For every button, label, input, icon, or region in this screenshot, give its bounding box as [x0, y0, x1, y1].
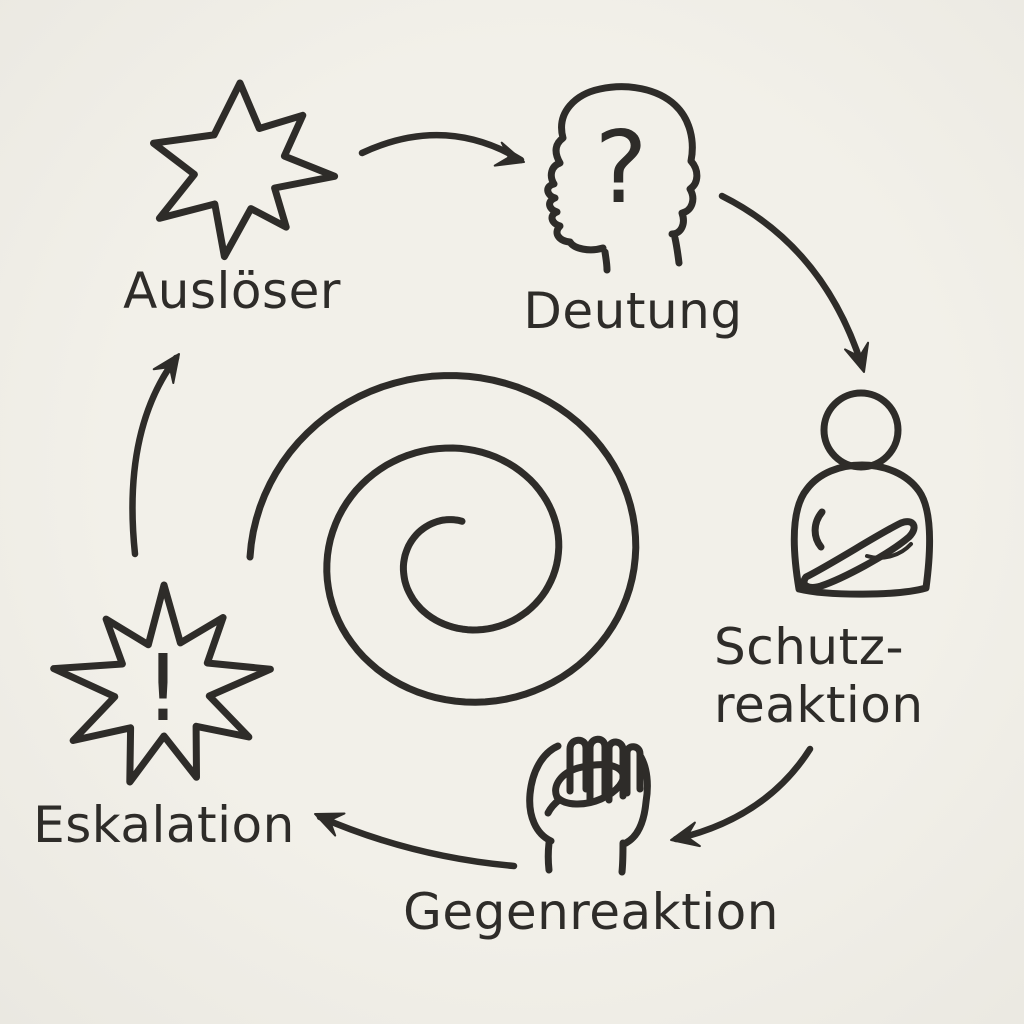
- arrow-curve: [718, 192, 866, 370]
- arrowhead-icon: [152, 353, 180, 384]
- person-elbow-stroke: [811, 508, 826, 551]
- fist-finger-1: [566, 736, 590, 795]
- arrow-deutung-to-schutzreaktion: [718, 192, 870, 373]
- arrowhead-icon: [844, 341, 870, 373]
- spiral-icon: [246, 372, 640, 706]
- fist-thumb-tail: [544, 796, 563, 817]
- arrow-ausloeser-to-deutung: [358, 131, 525, 167]
- fist-thumb: [552, 761, 627, 808]
- label-schutzreaktion-line1: Schutz-: [714, 618, 904, 676]
- label-deutung: Deutung: [523, 282, 742, 340]
- arrowhead-icon: [493, 141, 525, 167]
- starburst-shape: [50, 581, 274, 786]
- fist-finger-4: [623, 743, 644, 797]
- person-body: [790, 461, 934, 598]
- starburst-shape: [150, 79, 339, 261]
- question-mark-glyph: ?: [594, 109, 647, 226]
- arrowhead-icon: [670, 821, 701, 848]
- fist-palm-left: [526, 742, 562, 845]
- arrow-schutzreaktion-to-gegenreaktion: [670, 745, 814, 848]
- arrow-curve: [316, 813, 518, 870]
- arrow-curve: [129, 354, 180, 558]
- neck-stroke-left: [601, 248, 611, 274]
- person-crossed-arms-icon: [790, 389, 934, 598]
- arrowhead-icon: [314, 812, 346, 837]
- arrow-curve: [358, 131, 525, 164]
- person-arm-underline: [865, 542, 913, 560]
- fist-wrist-left: [544, 839, 553, 874]
- label-schutzreaktion-line2: reaktion: [714, 676, 924, 734]
- arrow-curve: [672, 745, 814, 843]
- fist-finger-3: [605, 738, 627, 804]
- fist-icon: [526, 735, 651, 876]
- person-head: [820, 389, 902, 471]
- fist-wrist-right: [618, 839, 627, 876]
- neck-stroke-right: [671, 234, 683, 267]
- person-forearm: [800, 518, 918, 591]
- fist-side-right: [622, 753, 651, 847]
- label-gegenreaktion: Gegenreaktion: [403, 883, 779, 941]
- head-profile-outline: [544, 83, 701, 254]
- label-eskalation: Eskalation: [33, 796, 295, 854]
- starburst-exclamation-icon: !: [50, 581, 274, 786]
- arrow-eskalation-to-ausloeser: [129, 353, 180, 558]
- starburst-icon: [150, 79, 339, 261]
- exclamation-mark-glyph: !: [145, 635, 182, 742]
- label-ausloeser: Auslöser: [123, 262, 341, 320]
- head-question-icon: ?: [544, 83, 701, 274]
- arrow-gegenreaktion-to-eskalation: [314, 812, 518, 870]
- fist-finger-2: [586, 735, 609, 804]
